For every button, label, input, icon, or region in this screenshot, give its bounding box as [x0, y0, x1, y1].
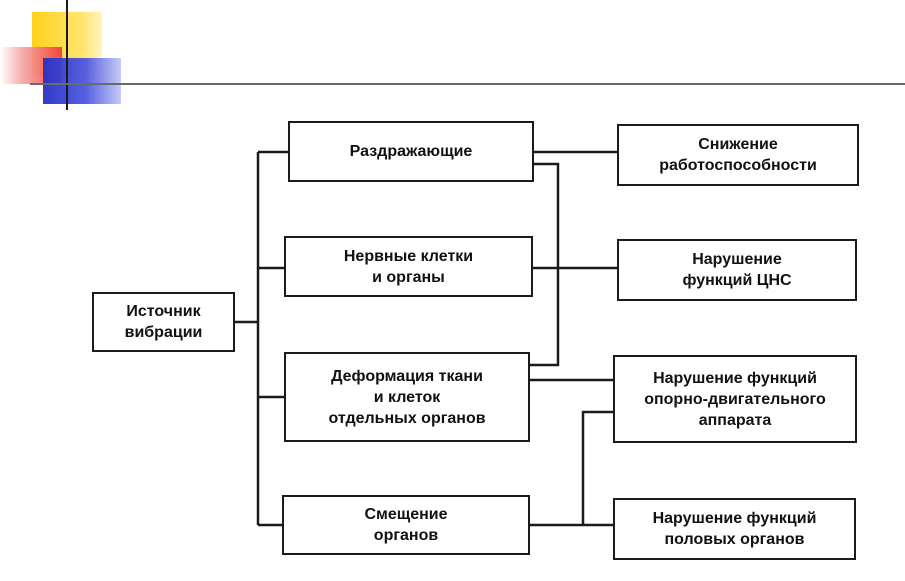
connector-shift-musculo-branch: [581, 410, 613, 525]
node-genital-disorder: Нарушение функций половых органов: [613, 498, 856, 560]
header-divider: [30, 83, 905, 85]
decor-vertical-line: [66, 0, 68, 110]
node-nerve-cells: Нервные клетки и органы: [284, 236, 533, 297]
decor-square-blue: [43, 58, 121, 104]
node-reduced-work-capacity: Снижение работоспособности: [617, 124, 859, 186]
node-vibration-source: Источник вибрации: [92, 292, 235, 352]
connector-irritant-deform-loop: [530, 162, 560, 367]
node-irritant: Раздражающие: [288, 121, 534, 182]
node-tissue-deformation: Деформация ткани и клеток отдельных орга…: [284, 352, 530, 442]
node-organ-shift: Смещение органов: [282, 495, 530, 555]
node-cns-disorder: Нарушение функций ЦНС: [617, 239, 857, 301]
node-musculoskeletal-disorder: Нарушение функций опорно-двигательного а…: [613, 355, 857, 443]
